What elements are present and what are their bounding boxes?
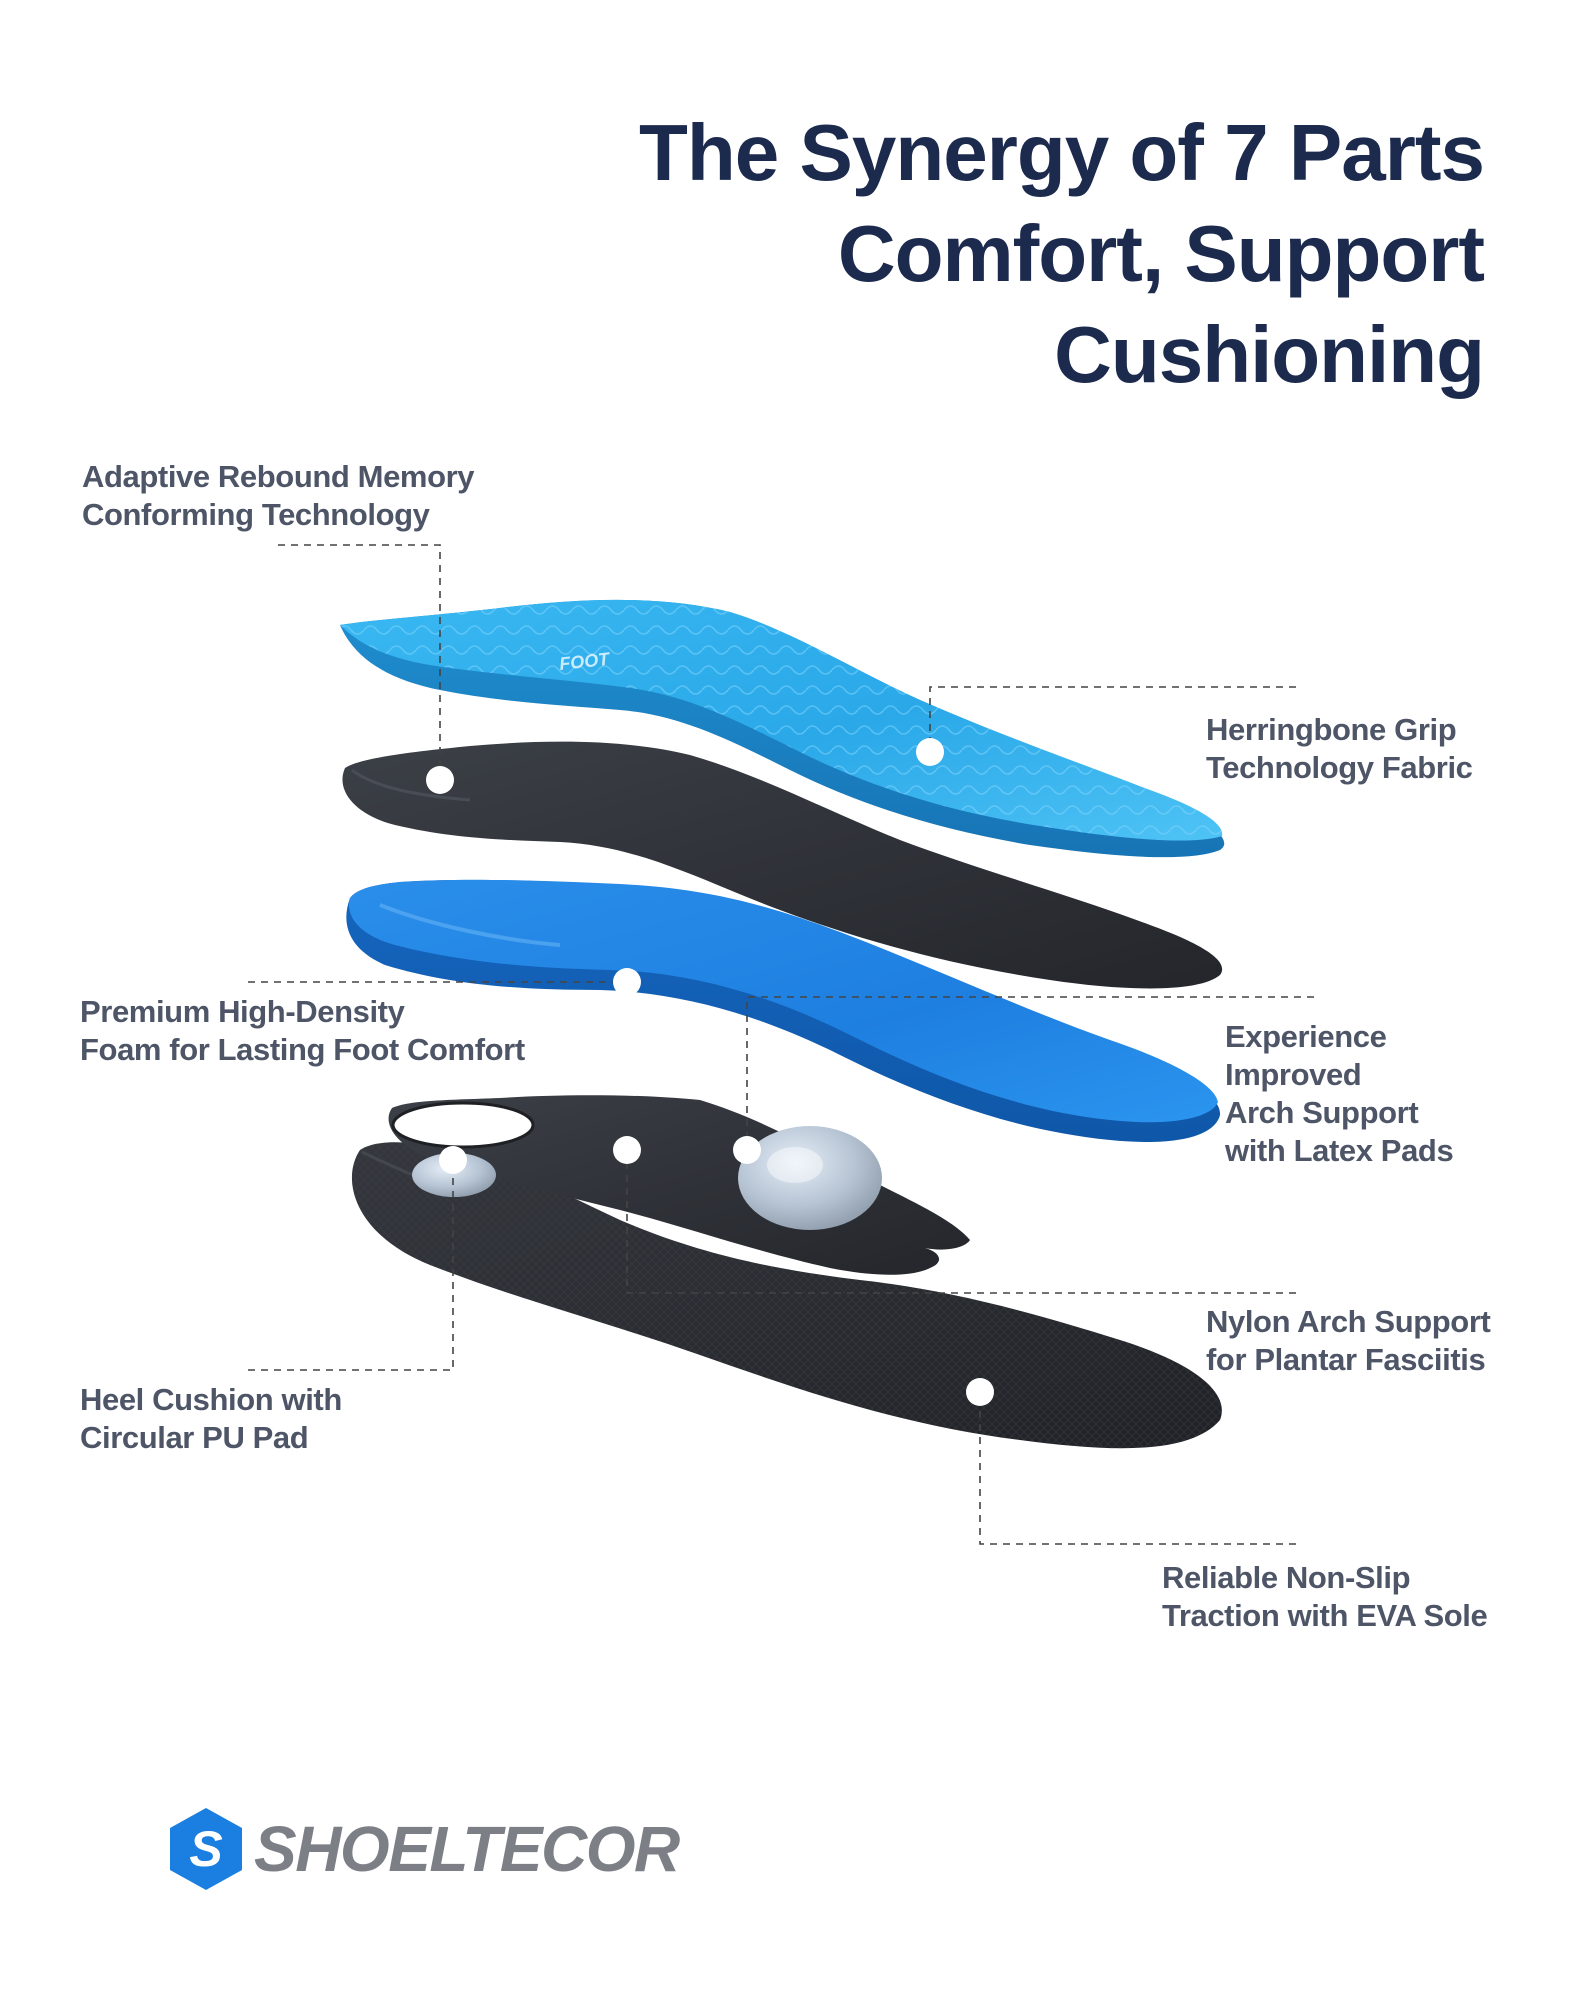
marker-herringbone <box>916 738 944 766</box>
headline-line-2: Comfort, Support <box>837 209 1485 298</box>
brand-wordmark: SHOELTECOR <box>254 1813 680 1885</box>
high-density-foam-layer <box>346 879 1221 1143</box>
memory-foam-layer <box>342 741 1223 989</box>
leader-line-heel-cushion <box>248 1164 454 1371</box>
callout-line: Experience <box>1225 1019 1387 1054</box>
brand-logo: S SHOELTECOR <box>166 1806 680 1892</box>
nylon-arch-shell-layer <box>388 1095 971 1275</box>
brand-badge-icon: S <box>166 1806 246 1892</box>
herringbone-fabric-layer: FOOT <box>340 599 1225 858</box>
callout-heel-cushion: Heel Cushion with Circular PU Pad <box>80 1381 342 1457</box>
callout-line: Heel Cushion with <box>80 1382 342 1417</box>
callout-non-slip: Reliable Non-Slip Traction with EVA Sole <box>1162 1559 1488 1635</box>
marker-arch-latex <box>733 1136 761 1164</box>
callout-line: with Latex Pads <box>1225 1133 1454 1168</box>
callout-line: Nylon Arch Support <box>1206 1304 1491 1339</box>
leader-line-adaptive-rebound <box>278 544 441 780</box>
marker-heel-cushion <box>439 1146 467 1174</box>
leader-line-nylon-arch <box>626 1150 1296 1294</box>
headline-line-3: Cushioning <box>1054 310 1485 399</box>
callout-line: Premium High-Density <box>80 994 405 1029</box>
leader-line-arch-latex <box>746 996 1314 1150</box>
callout-line: Adaptive Rebound Memory <box>82 459 475 494</box>
callout-line: Circular PU Pad <box>80 1420 309 1455</box>
callout-herringbone: Herringbone Grip Technology Fabric <box>1206 711 1473 787</box>
headline: The Synergy of 7 Parts Comfort, Support … <box>484 102 1485 405</box>
marker-adaptive-rebound <box>426 766 454 794</box>
callout-premium-foam: Premium High-Density Foam for Lasting Fo… <box>80 993 525 1069</box>
callout-arch-latex: Experience Improved Arch Support with La… <box>1225 1018 1454 1170</box>
callout-line: Improved <box>1225 1057 1362 1092</box>
callout-nylon-arch: Nylon Arch Support for Plantar Fasciitis <box>1206 1303 1491 1379</box>
marker-non-slip <box>966 1378 994 1406</box>
leader-line-non-slip <box>979 1392 1296 1545</box>
callout-line: Foam for Lasting Foot Comfort <box>80 1032 525 1067</box>
callout-adaptive-rebound: Adaptive Rebound Memory Conforming Techn… <box>82 458 475 534</box>
callout-line: Traction with EVA Sole <box>1162 1598 1488 1633</box>
callout-line: for Plantar Fasciitis <box>1206 1342 1486 1377</box>
callout-line: Herringbone Grip <box>1206 712 1457 747</box>
marker-nylon-arch <box>613 1136 641 1164</box>
marker-premium-foam <box>613 968 641 996</box>
brand-badge-letter: S <box>189 1821 222 1877</box>
callout-line: Arch Support <box>1225 1095 1419 1130</box>
leader-line-herringbone <box>929 686 1296 752</box>
callout-line: Technology Fabric <box>1206 750 1473 785</box>
callout-line: Reliable Non-Slip <box>1162 1560 1411 1595</box>
headline-line-1: The Synergy of 7 Parts <box>639 108 1485 197</box>
callout-line: Conforming Technology <box>82 497 430 532</box>
